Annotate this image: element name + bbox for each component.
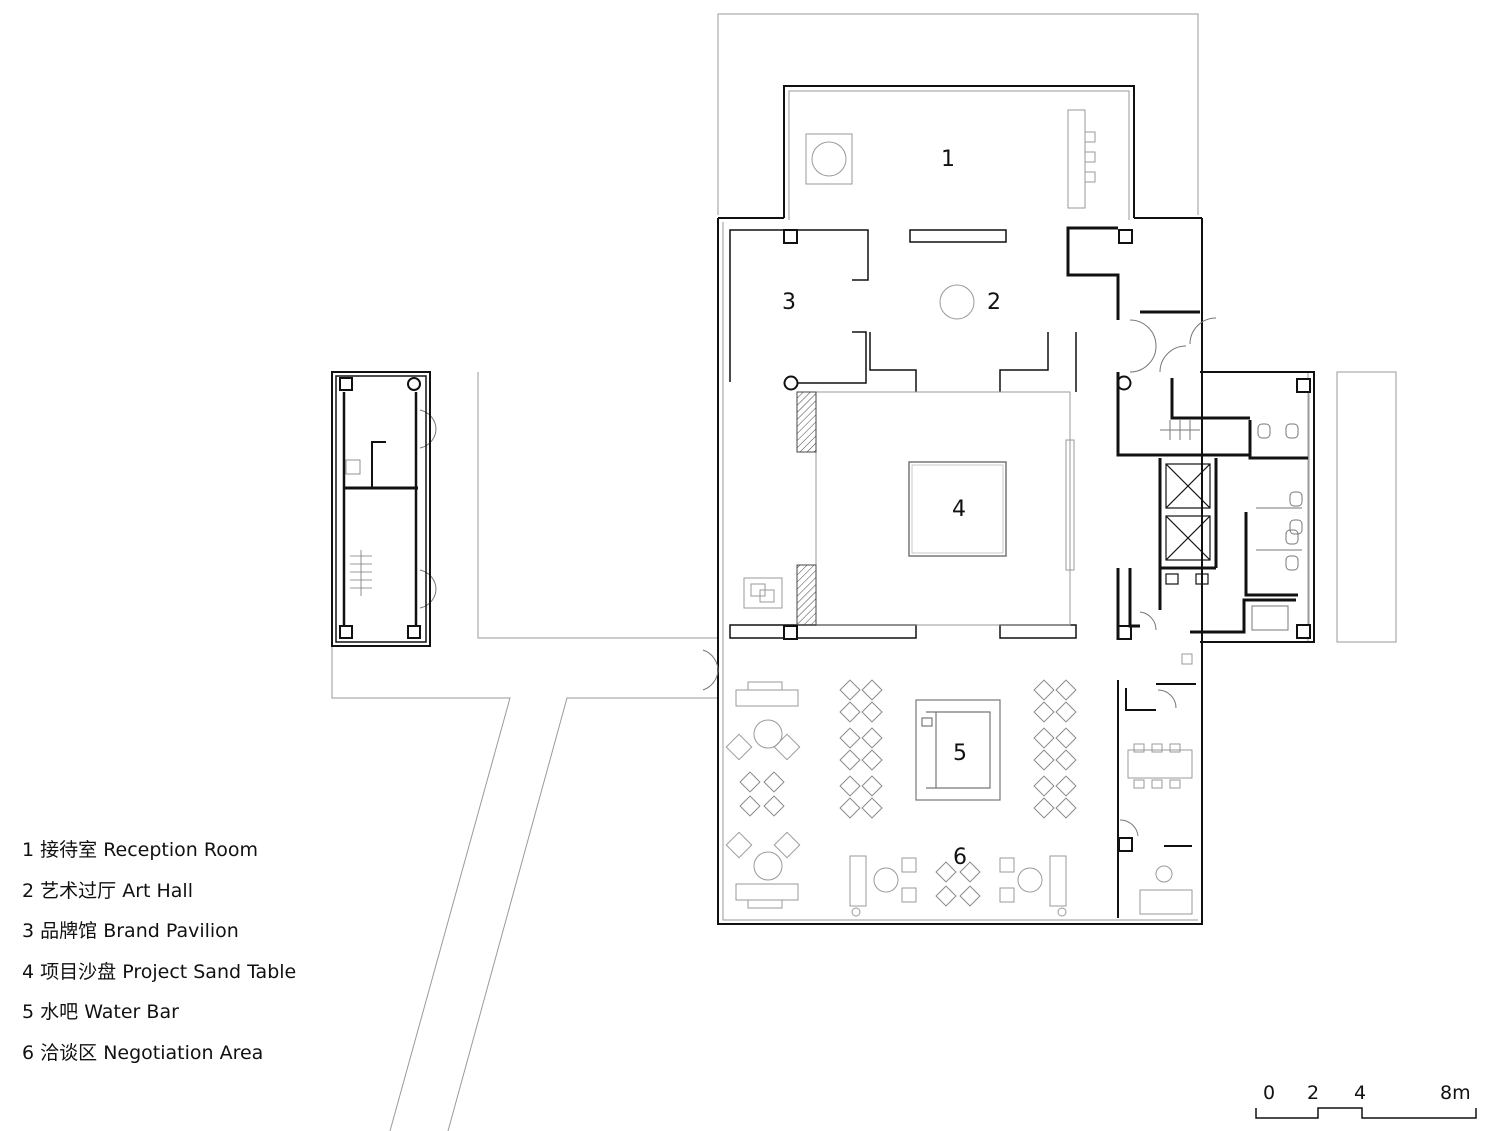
legend-item: 6 洽谈区 Negotiation Area — [22, 1033, 296, 1074]
legend-cn: 艺术过厅 — [40, 879, 117, 902]
service-core — [1066, 226, 1308, 640]
cafe-tables — [739, 679, 1077, 907]
toilets — [1251, 423, 1303, 631]
legend-en: Brand Pavilion — [103, 920, 239, 942]
building-outline — [717, 85, 1315, 925]
room-label-5: 5 — [953, 741, 967, 766]
legend-item: 1 接待室 Reception Room — [22, 830, 296, 871]
legend-num: 5 — [22, 1001, 35, 1023]
legend-num: 6 — [22, 1041, 35, 1064]
room-label-1: 1 — [941, 147, 955, 172]
room-label-2: 2 — [987, 290, 1001, 315]
scale-bar: 0 2 4 8m — [1255, 1082, 1477, 1119]
legend-item: 2 艺术过厅 Art Hall — [22, 871, 296, 912]
legend-item: 5 水吧 Water Bar — [22, 992, 296, 1033]
sand-table-inner — [911, 464, 1004, 554]
art-hall-sculpture — [939, 284, 975, 320]
brand-display — [743, 577, 783, 609]
legend-num: 1 — [22, 839, 35, 861]
legend: 1 接待室 Reception Room 2 艺术过厅 Art Hall 3 品… — [22, 830, 296, 1073]
legend-num: 3 — [22, 920, 35, 942]
legend-item: 4 项目沙盘 Project Sand Table — [22, 952, 296, 993]
legend-en: Water Bar — [84, 1001, 179, 1023]
legend-cn: 品牌馆 — [40, 920, 98, 942]
room-labels: 1 2 3 4 5 6 — [782, 147, 1001, 870]
glazing-lines — [722, 90, 1310, 921]
office-furniture — [1127, 653, 1193, 915]
legend-num: 2 — [22, 879, 35, 902]
room-label-4: 4 — [952, 497, 966, 522]
room-label-6: 6 — [953, 845, 967, 870]
room-label-3: 3 — [782, 290, 796, 315]
legend-item: 3 品牌馆 Brand Pavilion — [22, 911, 296, 952]
scale-label-4: 4 — [1354, 1082, 1366, 1104]
legend-en: Negotiation Area — [103, 1041, 264, 1064]
sand-table — [908, 461, 1007, 557]
scale-label-0: 0 — [1263, 1082, 1275, 1104]
sand-table-hall — [815, 391, 1075, 626]
legend-en: Reception Room — [103, 839, 258, 861]
core-stair — [1160, 420, 1200, 440]
legend-en: Project Sand Table — [122, 960, 297, 983]
elevators — [1165, 463, 1211, 585]
scale-label-8m: 8m — [1440, 1082, 1471, 1104]
legend-cn: 水吧 — [40, 1001, 79, 1023]
legend-cn: 项目沙盘 — [40, 960, 117, 983]
stair-building — [331, 371, 431, 647]
hatched-wall-lower — [796, 564, 817, 626]
office-rooms — [1117, 680, 1196, 918]
legend-cn: 洽谈区 — [40, 1041, 98, 1064]
water-bar-counter — [915, 699, 1001, 801]
legend-en: Art Hall — [122, 879, 193, 902]
legend-num: 4 — [22, 960, 35, 983]
site-outline — [331, 13, 1397, 1131]
doors — [419, 317, 1217, 837]
lounge-furniture — [725, 681, 1067, 917]
columns — [783, 229, 1311, 852]
legend-cn: 接待室 — [40, 839, 98, 861]
scale-label-2: 2 — [1307, 1082, 1319, 1104]
reception-furniture — [805, 109, 1096, 209]
hatched-wall-upper — [796, 391, 817, 453]
